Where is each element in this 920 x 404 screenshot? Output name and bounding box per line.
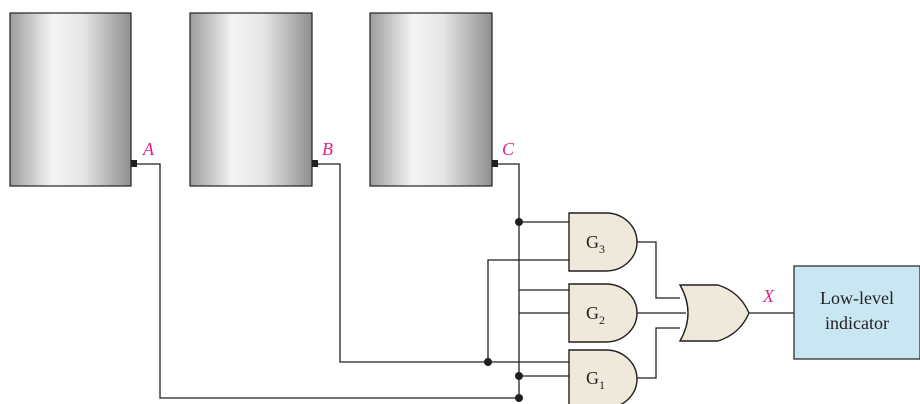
sensor-port-b	[312, 160, 318, 167]
indicator-label-line2: indicator	[825, 313, 889, 333]
signal-label-c: C	[502, 139, 515, 159]
wire-a	[137, 163, 569, 399]
junction-dot	[484, 358, 492, 366]
junction-dot	[515, 372, 523, 380]
gate-label-g1: G1	[586, 368, 605, 392]
indicator-label-line1: Low-level	[820, 288, 894, 308]
gate-label-g3: G3	[586, 232, 605, 256]
and-gate-g1	[568, 349, 638, 404]
sensor-port-a	[131, 160, 137, 167]
and-gate-g2	[568, 283, 638, 343]
tank-c	[369, 12, 493, 187]
low-level-indicator	[793, 265, 920, 360]
signal-label-b: B	[322, 139, 333, 159]
wire-b	[318, 163, 569, 363]
junction-dot	[515, 394, 523, 402]
wire-g3-out	[637, 241, 680, 299]
or-gate	[678, 284, 750, 342]
and-gate-g3	[568, 212, 638, 272]
wire-c	[498, 163, 569, 314]
signal-label-a: A	[142, 139, 155, 159]
sensor-port-c	[492, 160, 498, 167]
output-label-x: X	[762, 286, 775, 306]
tank-b	[189, 12, 313, 187]
gate-label-g2: G2	[586, 303, 605, 327]
wire-g1-out	[637, 327, 680, 379]
junction-dot	[515, 218, 523, 226]
tank-a	[9, 12, 132, 187]
